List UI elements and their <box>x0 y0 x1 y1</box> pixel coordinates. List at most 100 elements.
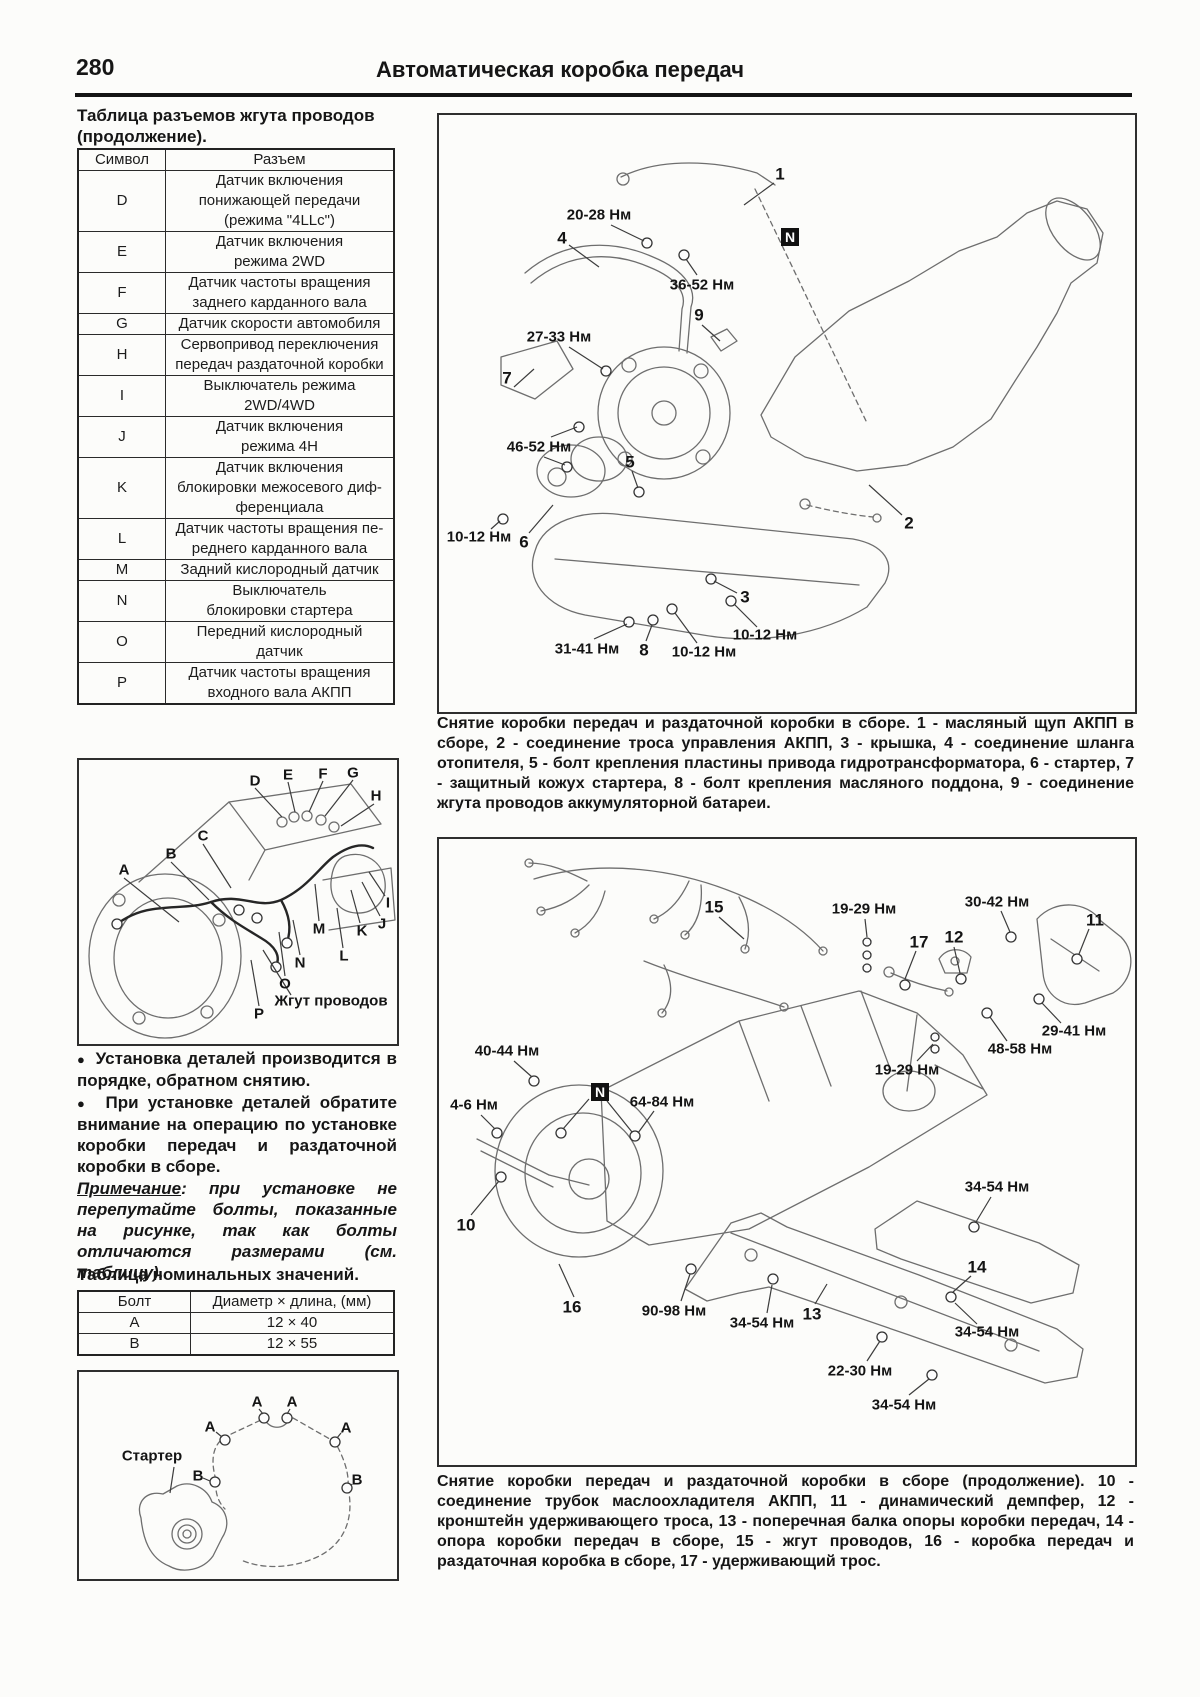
table-cell: H <box>77 334 166 376</box>
figure-label: 29-41 Нм <box>1042 1023 1106 1040</box>
table-cell: E <box>77 231 166 273</box>
starter-outline <box>138 1483 228 1571</box>
note-body: : при установке не перепутайте болты, по… <box>77 1179 397 1282</box>
table-cell: P <box>77 662 166 705</box>
table-cell: Датчик включения режима 2WD <box>165 231 395 273</box>
figure-label: 12 <box>945 928 964 947</box>
figure-label: 27-33 Нм <box>527 329 591 346</box>
figure-label: 22-30 Нм <box>828 1363 892 1380</box>
figure-label: 34-54 Нм <box>730 1315 794 1332</box>
figure-label: 5 <box>625 453 634 472</box>
figure-label: Стартер <box>122 1448 182 1465</box>
figure-label: A <box>205 1419 216 1436</box>
figure-label: 6 <box>519 533 528 552</box>
figure-label: 17 <box>910 933 929 952</box>
figure-label: 7 <box>502 369 511 388</box>
figure-label: 1 <box>775 165 784 184</box>
starter-outline <box>536 436 628 498</box>
table-cell: Задний кислородный датчик <box>165 559 395 581</box>
table-cell: F <box>77 272 166 314</box>
figure-label: 9 <box>694 306 703 325</box>
figure-label: B <box>352 1472 363 1489</box>
figure-label: 13 <box>803 1305 822 1324</box>
figure-label: E <box>283 767 293 784</box>
table-cell: J <box>77 416 166 458</box>
bolt-circle-outline <box>212 1417 351 1568</box>
table-cell: 12 × 55 <box>190 1333 395 1356</box>
figure-label: B <box>193 1468 204 1485</box>
boxed-n-label: N <box>785 229 795 245</box>
figure-label: 10-12 Нм <box>672 644 736 661</box>
table-cell: N <box>77 580 166 622</box>
table-cell: Датчик частоты вращения входного вала АК… <box>165 662 395 705</box>
boxed-n-label: N <box>595 1084 605 1100</box>
control-cable-outline <box>799 498 882 523</box>
figure-label: C <box>198 828 209 845</box>
figure-label: 11 <box>1086 911 1104 930</box>
column-header-symbol: Символ <box>77 148 166 171</box>
table-cell: B <box>77 1333 191 1356</box>
table-cell: Датчик включения режима 4H <box>165 416 395 458</box>
figure-label: 8 <box>639 641 648 660</box>
header-rule <box>75 93 1132 97</box>
table-cell: Датчик включения понижающей передачи (ре… <box>165 170 395 232</box>
figure-label: M <box>313 921 326 938</box>
figure-label: 10-12 Нм <box>447 529 511 546</box>
figure-label: A <box>341 1420 352 1437</box>
starter-cover-outline <box>500 340 574 400</box>
table-header-row: Символ Разъем <box>77 148 395 171</box>
table-cell: K <box>77 457 166 519</box>
oil-pan-outline <box>531 512 890 640</box>
connectors-table-heading: Таблица разъемов жгута проводов (продолж… <box>77 106 375 146</box>
table-cell: Датчик частоты вращения заднего карданно… <box>165 272 395 314</box>
figure-label: 15 <box>705 898 724 917</box>
n-box-marker <box>591 1083 609 1101</box>
column-header-connector: Разъем <box>165 148 395 171</box>
table-cell: Передний кислородный датчик <box>165 621 395 663</box>
table-cell: Сервопривод переключения передач раздато… <box>165 334 395 376</box>
table-cell: Датчик включения блокировки межосевого д… <box>165 457 395 519</box>
figure-label: 16 <box>563 1298 582 1317</box>
figure-label: 2 <box>904 514 913 533</box>
crossmember-outline <box>684 1212 1084 1384</box>
wire-harness-lines <box>111 844 375 973</box>
figure-label: I <box>386 895 390 912</box>
leader-lines <box>470 910 1090 1396</box>
column-header-size: Диаметр × длина, (мм) <box>190 1290 395 1313</box>
figure-label: 48-58 Нм <box>988 1041 1052 1058</box>
column-header-bolt: Болт <box>77 1290 191 1313</box>
figure-label: G <box>347 765 359 782</box>
table-cell: Выключатель блокировки стартера <box>165 580 395 622</box>
figure-label: 10-12 Нм <box>733 627 797 644</box>
page-title: Автоматическая коробка передач <box>375 57 745 82</box>
figure-label: 64-84 Нм <box>630 1094 694 1111</box>
battery-harness-connector <box>710 328 738 352</box>
install-note-1: Установка деталей производится в порядке… <box>77 1048 397 1091</box>
figure-label: 34-54 Нм <box>965 1179 1029 1196</box>
table-cell: Датчик частоты вращения пе- реднего кард… <box>165 518 395 560</box>
heater-hose-outline <box>524 244 694 354</box>
transmission-outline <box>597 197 1104 480</box>
figure-label: 4 <box>557 229 567 248</box>
figure-label: 4-6 Нм <box>450 1097 498 1114</box>
figure-label: F <box>318 766 327 783</box>
figure-label: A <box>252 1394 263 1411</box>
figure-label: 34-54 Нм <box>955 1324 1019 1341</box>
table-cell: G <box>77 313 166 335</box>
bolt-markers <box>497 237 737 628</box>
